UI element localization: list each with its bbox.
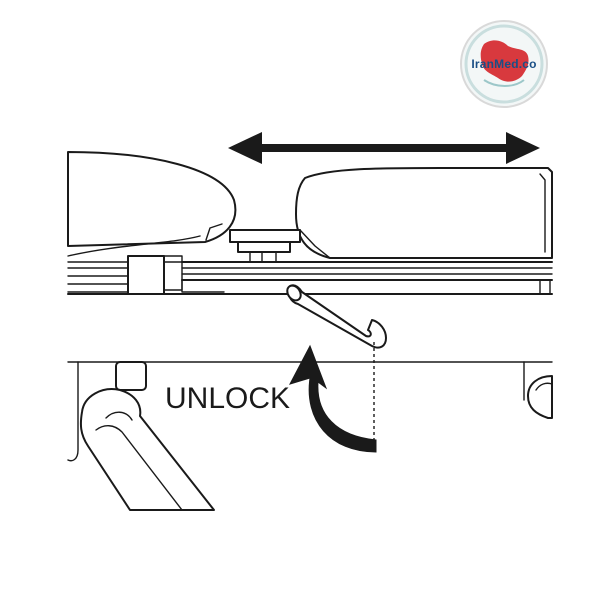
logo-text: IranMed.co <box>471 57 537 71</box>
iranmed-logo: IranMed.co <box>460 20 548 108</box>
right-leg <box>523 361 553 419</box>
slide-direction-arrow <box>228 132 540 164</box>
iran-map-icon <box>464 24 544 104</box>
release-lever <box>286 284 387 349</box>
unlock-rotation-arrow <box>289 342 377 453</box>
slide-rail <box>67 261 553 295</box>
left-leg <box>67 361 215 511</box>
unlock-label: UNLOCK <box>165 382 290 415</box>
left-mount-block <box>67 255 183 295</box>
right-seat-cushion <box>295 167 553 259</box>
slide-mechanism <box>205 223 331 263</box>
left-seat-cushion <box>67 151 237 263</box>
